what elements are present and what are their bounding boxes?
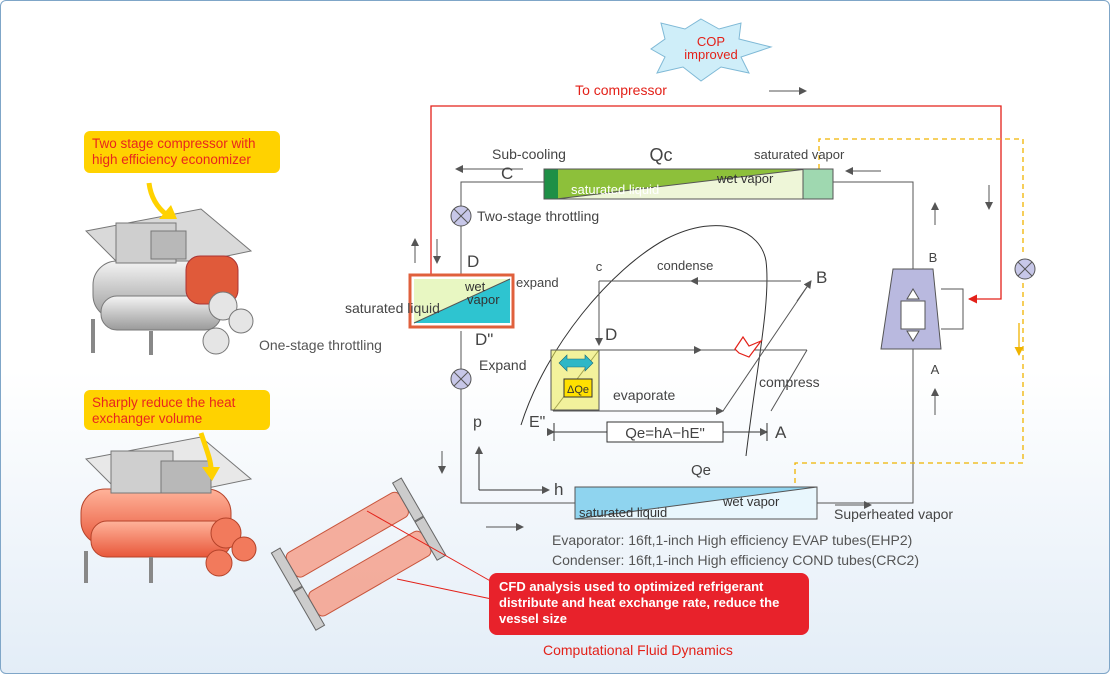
one-stage-valve-icon [450, 368, 472, 390]
cfd-analysis-box: CFD analysis used to optimized refrigera… [489, 573, 809, 635]
cfd-pointer-line [396, 578, 502, 602]
evaporator-wet-vapor: wet vapor [722, 494, 780, 509]
callout-arrow-icon [146, 182, 177, 219]
evaporator-spec: Evaporator: 16ft,1-inch High efficiency … [552, 532, 912, 548]
subcooling-label: Sub-cooling [492, 146, 566, 162]
one-stage-throttling-label: One-stage throttling [259, 337, 382, 353]
economizer-tank [408, 273, 515, 329]
two-stage-valve-icon [450, 205, 472, 227]
cop-line2: improved [684, 47, 737, 62]
chiller-red-image [80, 436, 257, 583]
ph-b-label: B [816, 268, 827, 287]
cfd-caption: Computational Fluid Dynamics [543, 642, 733, 658]
superheated-vapor-label: Superheated vapor [834, 506, 953, 522]
ph-evaporate-label: evaporate [613, 387, 675, 403]
ph-e2-label: E" [529, 414, 545, 431]
point-d-label: D [467, 252, 479, 271]
ph-a-label: A [775, 423, 787, 442]
qc-label: Qc [649, 145, 672, 165]
ph-d-label: D [605, 325, 617, 344]
vessel-cfd-image [270, 477, 447, 631]
ph-compress-label: compress [759, 374, 820, 390]
ph-h-label: h [554, 480, 563, 499]
tank-vapor-label: vapor [467, 292, 500, 307]
cop-starburst: COP improved [650, 18, 773, 82]
point-c-label: C [501, 164, 513, 183]
economizer-dashed-line [794, 138, 1024, 499]
cfd-pointer-line [366, 510, 502, 588]
compressor-icon [880, 268, 964, 350]
evaporator-saturated-liquid: saturated liquid [579, 505, 667, 520]
point-a-label: A [931, 362, 940, 377]
condenser-saturated-liquid: saturated liquid [571, 182, 659, 197]
ph-condense-label: condense [657, 258, 713, 273]
to-compressor-label: To compressor [575, 82, 667, 98]
ph-formula-label: Qe=hA−hE" [625, 425, 705, 442]
economizer-valve-icon [1014, 258, 1036, 280]
chiller-gray-image [84, 208, 254, 355]
tank-wet-label: wet [464, 279, 486, 294]
tank-saturated-liquid-label: saturated liquid [345, 300, 440, 316]
condenser-vessel [543, 168, 834, 200]
saturated-vapor-label: saturated vapor [754, 147, 845, 162]
point-d2-label: D" [475, 330, 493, 349]
to-compressor-line [430, 105, 1002, 304]
expand-cap-label: Expand [479, 357, 526, 373]
ph-p-label: p [473, 414, 482, 431]
exchanger-callout: Sharply reduce the heat exchanger volume [84, 390, 270, 430]
two-stage-throttling-label: Two-stage throttling [477, 208, 599, 224]
expand-label: expand [516, 275, 559, 290]
ph-delta-qe-label: ΔQe [567, 384, 589, 396]
evaporator-vessel [574, 486, 818, 520]
evaporator-qe-label: Qe [691, 462, 711, 479]
cop-line1: COP [697, 34, 725, 49]
callout-arrow-icon [198, 432, 220, 481]
condenser-spec: Condenser: 16ft,1-inch High efficiency C… [552, 552, 919, 568]
ph-c-label: c [596, 259, 603, 274]
condenser-wet-vapor: wet vapor [716, 171, 774, 186]
compressor-callout: Two stage compressor with high efficienc… [84, 131, 280, 173]
point-b-label: B [929, 250, 938, 265]
ph-diagram [475, 225, 812, 494]
